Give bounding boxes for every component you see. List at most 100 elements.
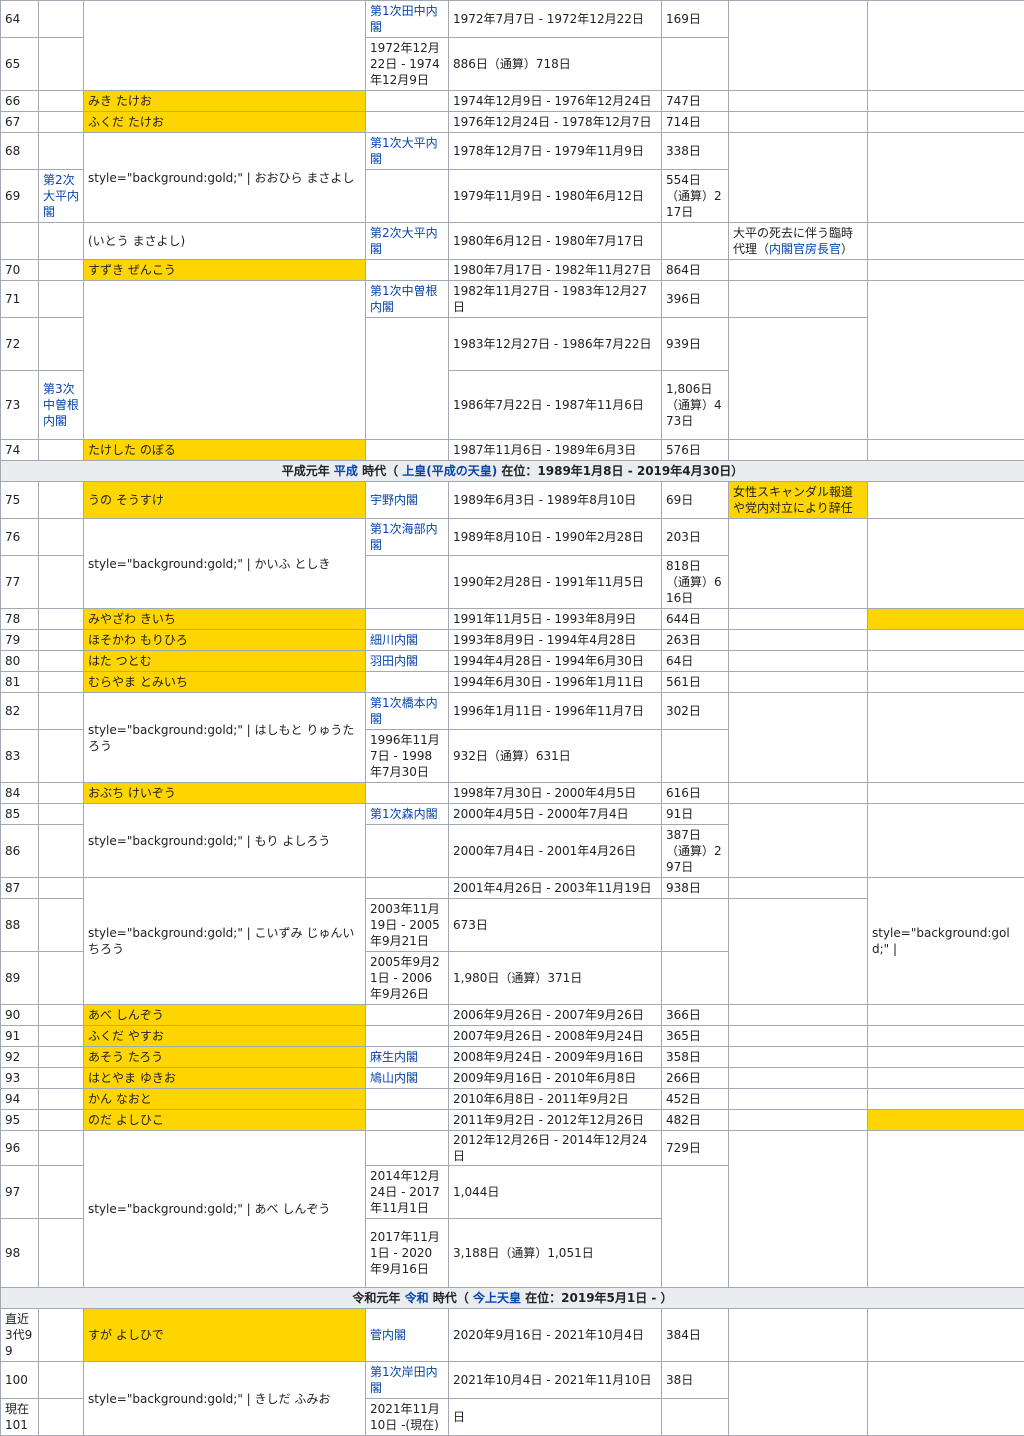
term-dates: 1980年7月17日 - 1982年11月27日 bbox=[449, 260, 662, 281]
term-days: 302日 bbox=[662, 693, 729, 730]
term-days: 365日 bbox=[662, 1026, 729, 1047]
term-dates: 1982年11月27日 - 1983年12月27日 bbox=[449, 281, 662, 318]
term-dates: 2007年9月26日 - 2008年9月24日 bbox=[449, 1026, 662, 1047]
term-dates: 1976年12月24日 - 1978年12月7日 bbox=[449, 112, 662, 133]
term-days: 38日 bbox=[662, 1362, 729, 1399]
term-days: 938日 bbox=[662, 878, 729, 899]
term-dates: 1989年6月3日 - 1989年8月10日 bbox=[449, 482, 662, 519]
term-days: 日 bbox=[449, 1399, 662, 1436]
pm-name: ふくだ たけお bbox=[84, 112, 366, 133]
era-link[interactable]: 令和 bbox=[405, 1291, 429, 1305]
term-days: 358日 bbox=[662, 1047, 729, 1068]
term-dates: 1990年2月28日 - 1991年11月5日 bbox=[449, 556, 662, 609]
term-number: 69 bbox=[1, 170, 39, 223]
cabinet-link[interactable]: 細川内閣 bbox=[366, 630, 449, 651]
term-number: 96 bbox=[1, 1131, 39, 1166]
term-number: 65 bbox=[1, 38, 39, 91]
term-days: 396日 bbox=[662, 281, 729, 318]
emperor-link[interactable]: 上皇(平成の天皇) bbox=[402, 464, 497, 478]
pm-name: style="background:gold;" | こいずみ じゅんいちろう bbox=[84, 878, 366, 1005]
term-number: 74 bbox=[1, 440, 39, 461]
term-number: 97 bbox=[1, 1166, 39, 1219]
era-header-reiwa: 令和元年 令和 時代（ 今上天皇 在位：2019年5月1日 - ） bbox=[1, 1288, 1024, 1309]
cabinet-link[interactable]: 第1次森内閣 bbox=[366, 804, 449, 825]
cabinet-link[interactable]: 第1次海部内閣 bbox=[366, 519, 449, 556]
term-days: 886日（通算）718日 bbox=[449, 38, 662, 91]
term-dates: 2008年9月24日 - 2009年9月16日 bbox=[449, 1047, 662, 1068]
pm-name: みやざわ きいち bbox=[84, 609, 366, 630]
pm-name: かん なおと bbox=[84, 1089, 366, 1110]
term-days: 554日（通算）217日 bbox=[662, 170, 729, 223]
note: 大平の死去に伴う臨時代理（内閣官房長官） bbox=[729, 223, 868, 260]
term-days: 818日（通算）616日 bbox=[662, 556, 729, 609]
term-days: 644日 bbox=[662, 609, 729, 630]
term-dates: 1983年12月27日 - 1986年7月22日 bbox=[449, 318, 662, 371]
note: style="background:gold;" | bbox=[868, 878, 1024, 1005]
cabinet-link[interactable]: 第2次大平内閣 bbox=[39, 170, 84, 223]
cabinet-link[interactable]: 第1次岸田内閣 bbox=[366, 1362, 449, 1399]
cabinet-link[interactable]: 麻生内閣 bbox=[366, 1047, 449, 1068]
cabinet-link[interactable]: 菅内閣 bbox=[366, 1309, 449, 1362]
term-number: 64 bbox=[1, 1, 39, 38]
term-days: 203日 bbox=[662, 519, 729, 556]
pm-name: のだ よしひこ bbox=[84, 1110, 366, 1131]
term-number: 76 bbox=[1, 519, 39, 556]
cabinet-link[interactable]: 第3次中曽根内閣 bbox=[39, 371, 84, 440]
cabinet-link[interactable]: 第1次橋本内閣 bbox=[366, 693, 449, 730]
cabinet-link[interactable]: 鳩山内閣 bbox=[366, 1068, 449, 1089]
chief-cabinet-secretary-link[interactable]: 内閣官房長官 bbox=[769, 242, 841, 256]
term-dates: 1986年7月22日 - 1987年11月6日 bbox=[449, 371, 662, 440]
term-days: 576日 bbox=[662, 440, 729, 461]
cabinet-link[interactable]: 第1次田中内閣 bbox=[366, 1, 449, 38]
term-number: 81 bbox=[1, 672, 39, 693]
cabinet-link[interactable]: 第2次大平内閣 bbox=[366, 223, 449, 260]
term-number: 直近3代99 bbox=[1, 1309, 39, 1362]
cabinet-link[interactable]: 羽田内閣 bbox=[366, 651, 449, 672]
term-number: 79 bbox=[1, 630, 39, 651]
era-header-heisei: 平成元年 平成 時代（ 上皇(平成の天皇) 在位：1989年1月8日 - 201… bbox=[1, 461, 1024, 482]
term-dates: 1993年8月9日 - 1994年4月28日 bbox=[449, 630, 662, 651]
term-dates: 1994年6月30日 - 1996年1月11日 bbox=[449, 672, 662, 693]
term-days: 1,806日（通算）473日 bbox=[662, 371, 729, 440]
term-number: 100 bbox=[1, 1362, 39, 1399]
term-dates: 1989年8月10日 - 1990年2月28日 bbox=[449, 519, 662, 556]
term-dates: 1979年11月9日 - 1980年6月12日 bbox=[449, 170, 662, 223]
cabinet-link[interactable]: 第1次中曽根内閣 bbox=[366, 281, 449, 318]
term-number: 78 bbox=[1, 609, 39, 630]
term-dates: 2021年11月10日 -(現在) bbox=[366, 1399, 449, 1436]
cabinet-link[interactable]: 第1次大平内閣 bbox=[366, 133, 449, 170]
term-dates: 1994年4月28日 - 1994年6月30日 bbox=[449, 651, 662, 672]
term-days: 266日 bbox=[662, 1068, 729, 1089]
term-number: 98 bbox=[1, 1219, 39, 1288]
pm-name: すが よしひで bbox=[84, 1309, 366, 1362]
term-number: 66 bbox=[1, 91, 39, 112]
term-days: 387日（通算）297日 bbox=[662, 825, 729, 878]
cabinet-link[interactable]: 宇野内閣 bbox=[366, 482, 449, 519]
term-number: 73 bbox=[1, 371, 39, 440]
emperor-link[interactable]: 今上天皇 bbox=[473, 1291, 521, 1305]
term-number: 75 bbox=[1, 482, 39, 519]
pm-name: style="background:gold;" | かいふ としき bbox=[84, 519, 366, 609]
term-dates: 2006年9月26日 - 2007年9月26日 bbox=[449, 1005, 662, 1026]
term-days: 452日 bbox=[662, 1089, 729, 1110]
pm-name: style="background:gold;" | あべ しんぞう bbox=[84, 1131, 366, 1288]
pm-name: うの そうすけ bbox=[84, 482, 366, 519]
era-link[interactable]: 平成 bbox=[334, 464, 358, 478]
pm-name: はとやま ゆきお bbox=[84, 1068, 366, 1089]
term-number: 91 bbox=[1, 1026, 39, 1047]
term-days: 384日 bbox=[662, 1309, 729, 1362]
